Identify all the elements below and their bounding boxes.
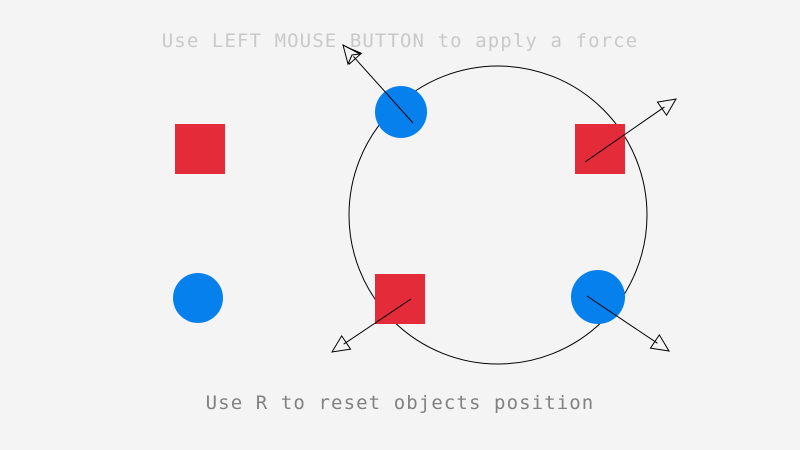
force-arrow-bottom-square-shaft — [343, 298, 412, 345]
circle-ring-bottomright[interactable] — [571, 270, 625, 324]
force-arrow-right-square-head — [656, 98, 677, 117]
constraint-ring — [348, 65, 648, 365]
circle-ring-top[interactable] — [375, 86, 427, 138]
force-arrow-top-circle-shaft — [352, 56, 414, 124]
circle-free-left[interactable] — [173, 273, 223, 323]
force-vectors-layer — [331, 45, 677, 353]
mouse-cursor-icon-shape — [342, 44, 362, 66]
force-arrow-bottom-square — [331, 298, 412, 353]
square-ring-right[interactable] — [575, 124, 625, 174]
square-free-left[interactable] — [175, 124, 225, 174]
force-arrow-bottomright-circle-head — [649, 333, 670, 352]
hint-text-top: Use LEFT MOUSE BUTTON to apply a force — [161, 30, 639, 52]
mouse-cursor-icon — [342, 44, 362, 66]
force-arrow-bottomright-circle-shaft — [586, 295, 658, 344]
square-ring-bottom[interactable] — [375, 274, 425, 324]
force-arrow-bottom-square-head — [331, 334, 352, 353]
force-arrow-right-square — [584, 98, 677, 163]
force-arrow-bottomright-circle — [586, 295, 670, 352]
hint-text-bottom: Use R to reset objects position — [205, 392, 595, 414]
bodies-layer — [173, 86, 625, 324]
force-arrow-right-square-shaft — [584, 106, 665, 163]
